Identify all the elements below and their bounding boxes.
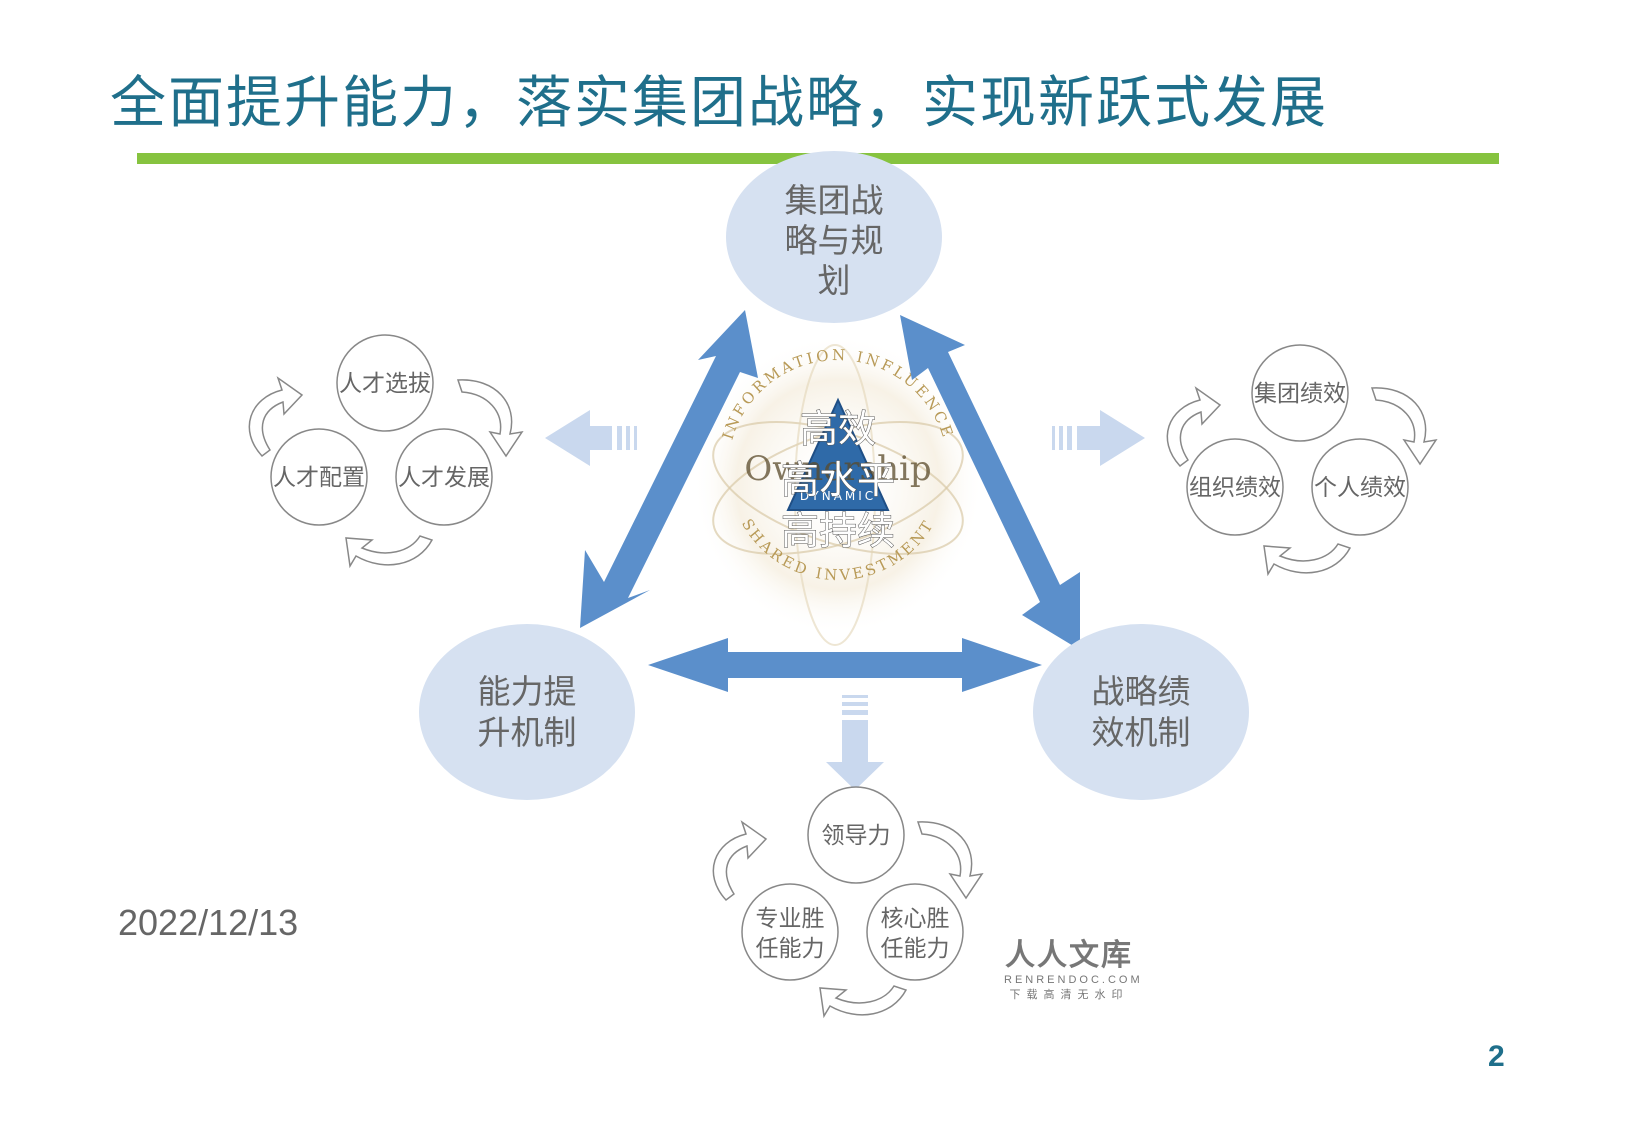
pale-arrow-left xyxy=(545,410,637,466)
cycle-left-node-3 xyxy=(395,428,493,526)
cycle-right-node-2 xyxy=(1186,438,1284,536)
node-right-line-2: 效机制 xyxy=(1092,713,1191,752)
cycle-right xyxy=(1166,344,1438,577)
main-arrows xyxy=(580,310,1080,692)
center-line-2: 高水平 xyxy=(781,458,895,502)
cycle-right-arrow-2 xyxy=(1370,387,1438,466)
pale-arrow-down xyxy=(826,695,884,790)
cycle-bottom-arrow-3 xyxy=(819,985,908,1019)
node-left-line-1: 能力提 xyxy=(478,672,577,711)
node-right-circle xyxy=(1033,624,1249,800)
cycle-right-label-3: 个人绩效 xyxy=(1314,475,1406,501)
cycle-bottom-label-3a: 核心胜 xyxy=(881,906,950,932)
node-right-line-1: 战略绩 xyxy=(1092,672,1191,711)
arrow-top-left xyxy=(580,310,758,628)
node-top-line-3: 划 xyxy=(818,261,851,300)
cycle-bottom-arrow-1 xyxy=(712,820,768,902)
cycle-left-node-1 xyxy=(336,334,434,432)
emblem-word: Ownership xyxy=(744,449,931,489)
cycle-bottom-label-2a: 专业胜 xyxy=(756,906,825,932)
cycle-left-label-1: 人才选拔 xyxy=(339,371,431,397)
cycle-left-label-3: 人才发展 xyxy=(398,465,490,491)
cycle-right-label-1: 集团绩效 xyxy=(1254,381,1346,407)
cycle-right-node-3 xyxy=(1311,438,1409,536)
node-top: 集团战 略与规 划 xyxy=(726,151,942,323)
cycle-bottom-label-3b: 任能力 xyxy=(881,936,950,962)
center-line-1: 高效 xyxy=(800,407,876,451)
cycle-bottom-arrow-2 xyxy=(916,821,984,900)
emblem-small-word: DYNAMIC xyxy=(800,489,876,503)
pale-arrows xyxy=(545,410,1145,790)
node-left-circle xyxy=(419,624,635,800)
watermark-url: RENRENDOC.COM xyxy=(1004,974,1143,986)
slide-title: 全面提升能力，落实集团战略，实现新跃式发展 xyxy=(110,71,1328,136)
cycle-bottom-node-2 xyxy=(741,883,839,981)
center-text: 高效 高水平 高持续 xyxy=(780,407,895,554)
pale-arrow-right xyxy=(1052,410,1145,466)
page-number: 2 xyxy=(1488,1040,1505,1073)
cycle-left-arrow-3 xyxy=(345,535,434,569)
node-top-line-2: 略与规 xyxy=(785,221,884,260)
cycle-left-arrow-1 xyxy=(248,376,304,458)
cycle-right-arrow-3 xyxy=(1263,543,1352,577)
node-right: 战略绩 效机制 xyxy=(1033,624,1249,800)
ownership-emblem: INFORMATION INFLUENCE SHARED INVESTMENT … xyxy=(693,335,983,646)
cycle-bottom-node-1 xyxy=(807,786,905,884)
watermark-logo: 人人文库 xyxy=(1005,938,1133,973)
cycle-left-label-2: 人才配置 xyxy=(273,465,365,491)
cycle-bottom xyxy=(712,786,984,1019)
cycle-bottom-label-2b: 任能力 xyxy=(756,936,825,962)
cycle-right-node-1 xyxy=(1251,344,1349,442)
cycle-right-label-2: 组织绩效 xyxy=(1189,475,1281,501)
slide-date: 2022/12/13 xyxy=(118,902,299,943)
emblem-triangle xyxy=(786,397,890,511)
node-left: 能力提 升机制 xyxy=(419,624,635,800)
cycle-left xyxy=(248,334,524,569)
watermark: 人人文库 RENRENDOC.COM 下载高清无水印 xyxy=(1004,930,1143,1002)
node-left-line-2: 升机制 xyxy=(478,713,577,752)
node-top-circle xyxy=(726,151,942,323)
arrow-horizontal xyxy=(648,638,1042,692)
node-top-line-1: 集团战 xyxy=(785,181,884,220)
cycle-bottom-node-3 xyxy=(866,883,964,981)
cycle-bottom-label-1: 领导力 xyxy=(822,823,891,849)
center-line-3: 高持续 xyxy=(781,509,895,553)
cycle-right-arrow-1 xyxy=(1166,386,1222,468)
cycle-left-arrow-2 xyxy=(456,379,524,458)
cycle-left-node-2 xyxy=(270,428,368,526)
watermark-subtitle: 下载高清无水印 xyxy=(1009,988,1129,1001)
arrow-top-right xyxy=(900,315,1080,650)
